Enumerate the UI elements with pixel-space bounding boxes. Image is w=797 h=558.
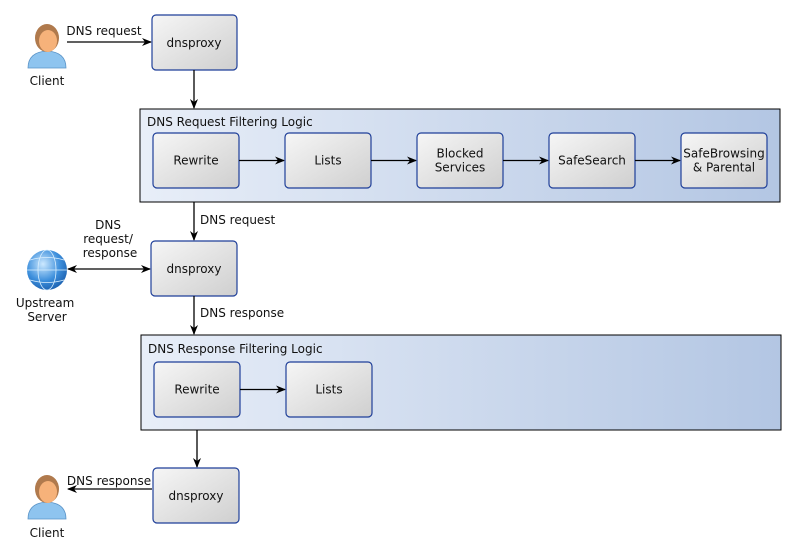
filter-step-label: Lists xyxy=(315,383,342,397)
dnsproxy-bottom-node: dnsproxy xyxy=(152,467,240,524)
dnsproxy-label: dnsproxy xyxy=(169,489,224,503)
upstream-server: Upstream Server xyxy=(16,249,78,324)
client-top: Client xyxy=(27,23,67,88)
filter-step-node: Rewrite xyxy=(152,132,240,189)
dnsproxy-label: dnsproxy xyxy=(167,36,222,50)
filter-step-label: Rewrite xyxy=(174,383,219,397)
edge-label-dns-response-2: DNS response xyxy=(67,474,151,488)
filter-step-label: SafeBrowsing& Parental xyxy=(683,147,764,175)
dnsproxy-middle-node: dnsproxy xyxy=(150,240,238,297)
filter-step-node: Rewrite xyxy=(153,361,241,418)
edge-label-dns-request-2: DNS request xyxy=(200,213,276,227)
dnsproxy-label: dnsproxy xyxy=(167,262,222,276)
response-filtering-group: DNS Response Filtering Logic Rewrite List… xyxy=(140,334,782,431)
edge-label-request-response: DNS request/ response xyxy=(83,218,138,260)
request-filtering-group: DNS Request Filtering Logic Rewrite Lists… xyxy=(139,108,781,203)
filter-step-node: Lists xyxy=(285,361,373,418)
filter-step-node: SafeSearch xyxy=(548,132,636,189)
globe-icon xyxy=(27,249,67,291)
filter-step-label: SafeSearch xyxy=(558,154,626,168)
client-bottom: Client xyxy=(27,474,67,540)
filter-step-label: Rewrite xyxy=(173,154,218,168)
upstream-label: Upstream Server xyxy=(16,296,78,324)
filter-step-label: Lists xyxy=(314,154,341,168)
user-icon xyxy=(27,474,67,520)
response-group-title: DNS Response Filtering Logic xyxy=(148,342,323,356)
edge-label-dns-request: DNS request xyxy=(66,24,142,38)
edge-label-dns-response: DNS response xyxy=(200,306,284,320)
request-group-title: DNS Request Filtering Logic xyxy=(147,115,313,129)
user-icon xyxy=(27,23,67,69)
dnsproxy-top-node: dnsproxy xyxy=(151,14,238,71)
client-label: Client xyxy=(30,526,65,540)
filter-step-node: Lists xyxy=(284,132,372,189)
client-label: Client xyxy=(30,74,65,88)
filter-step-node: SafeBrowsing& Parental xyxy=(680,132,768,189)
